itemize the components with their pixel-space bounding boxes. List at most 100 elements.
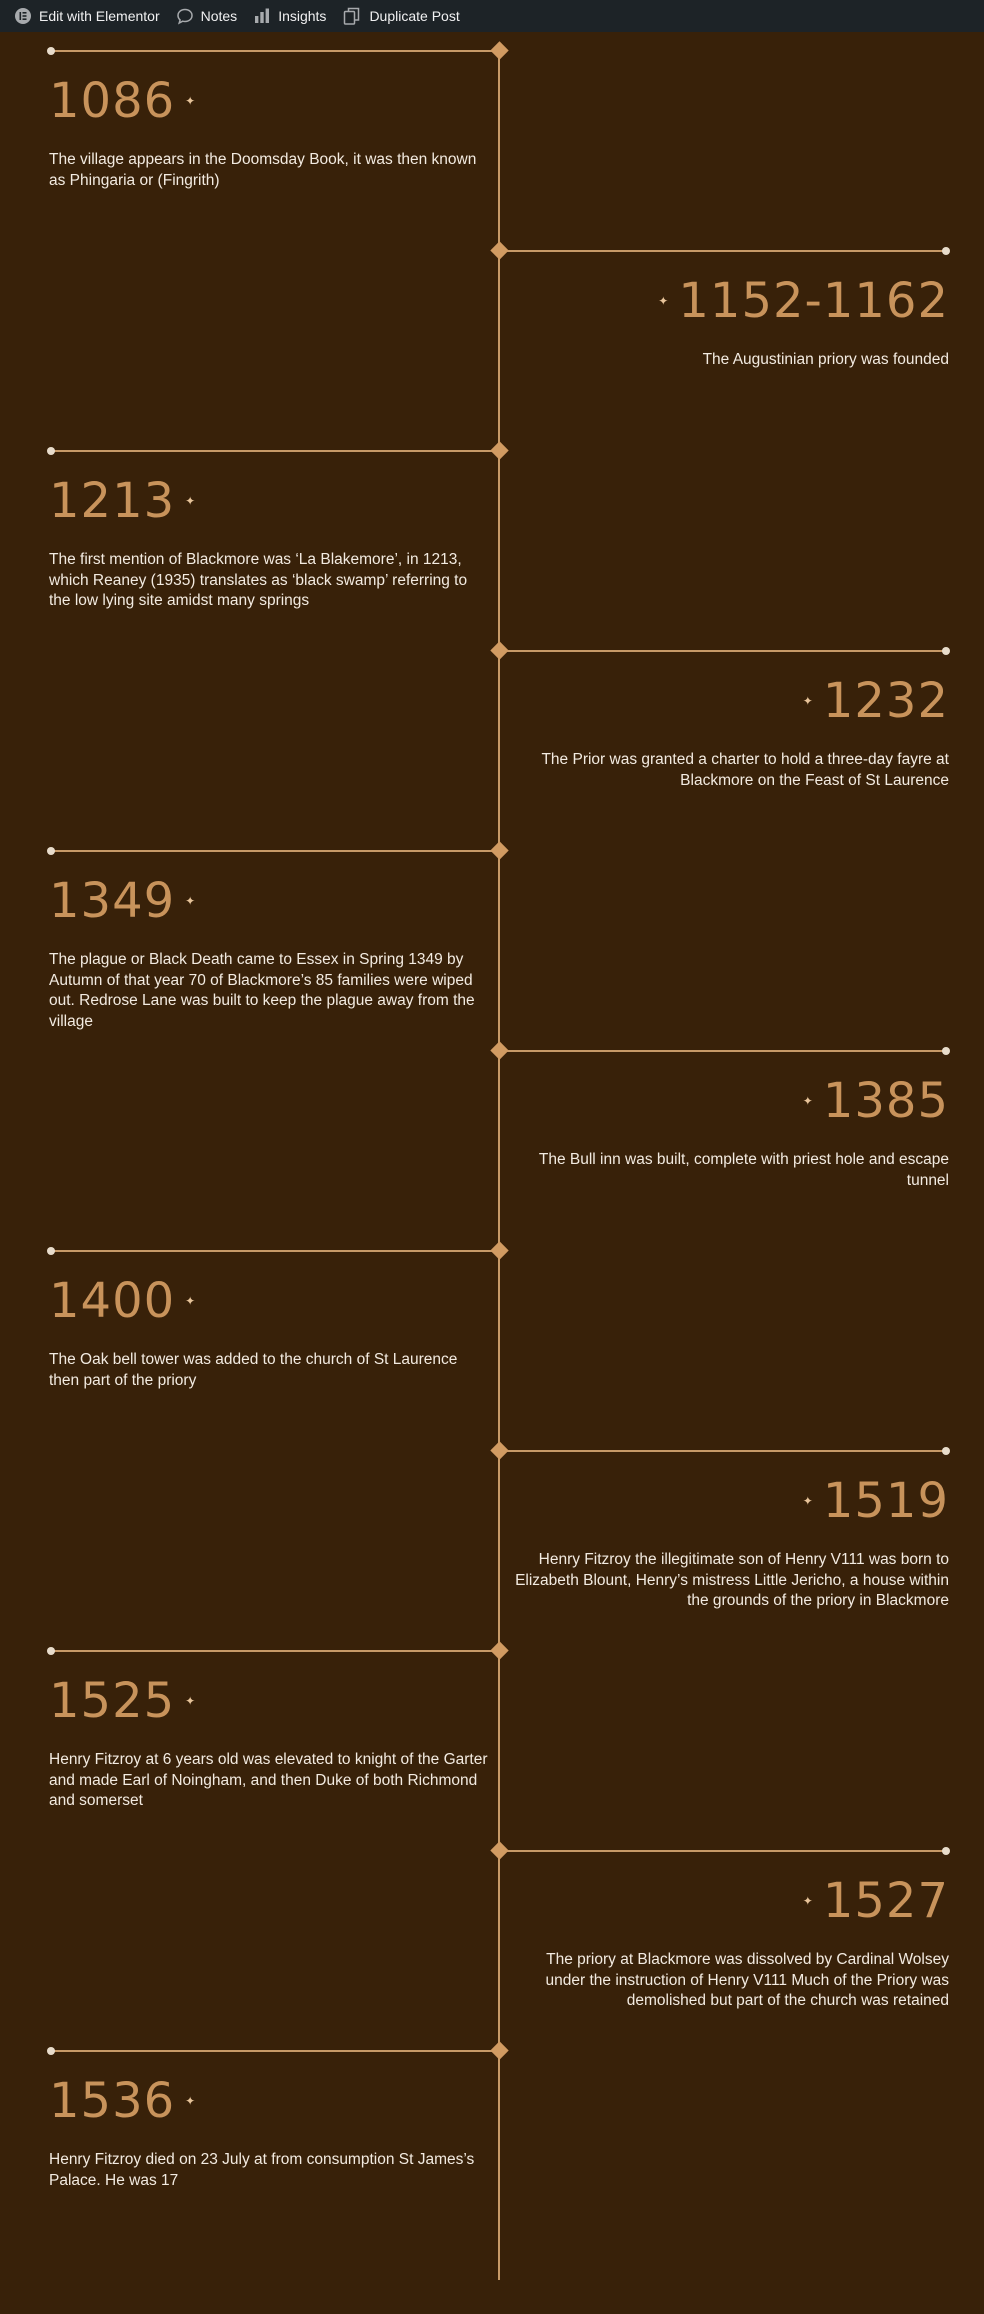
event-description: The plague or Black Death came to Essex …: [49, 951, 475, 1030]
elementor-icon: [14, 6, 32, 26]
admin-bar: Edit with Elementor Notes Insights Dupli…: [0, 0, 984, 32]
event-year: 1527: [822, 1873, 949, 1929]
duplicate-post-label: Duplicate Post: [369, 8, 460, 24]
event-year-row: 1213 ✦: [49, 470, 489, 532]
notes-icon: [176, 6, 194, 26]
timeline-diamond-marker: [490, 41, 509, 60]
timeline-event: 1536 ✦ Henry Fitzroy died on 23 July at fr…: [49, 2070, 489, 2191]
sparkle-icon: ✦: [185, 94, 196, 108]
sparkle-icon: ✦: [185, 494, 196, 508]
sparkle-icon: ✦: [802, 694, 813, 708]
event-description: The priory at Blackmore was dissolved by…: [545, 1951, 949, 2009]
timeline-diamond-marker: [490, 1841, 509, 1860]
event-year: 1152-1162: [678, 273, 949, 329]
timeline-diamond-marker: [490, 841, 509, 860]
timeline-end-dot: [942, 1447, 950, 1455]
event-description: The Oak bell tower was added to the chur…: [49, 1351, 458, 1389]
timeline-connector-line: [499, 1850, 946, 1852]
event-year: 1525: [49, 1673, 176, 1729]
sparkle-icon: ✦: [802, 1494, 813, 1508]
timeline-end-dot: [47, 1647, 55, 1655]
event-description: Henry Fitzroy at 6 years old was elevate…: [49, 1751, 488, 1809]
edit-with-elementor-label: Edit with Elementor: [39, 8, 160, 24]
timeline-diamond-marker: [490, 641, 509, 660]
timeline-connector-line: [499, 1450, 946, 1452]
timeline-diamond-marker: [490, 1241, 509, 1260]
timeline-connector-line: [51, 2050, 499, 2052]
insights-label: Insights: [278, 8, 327, 24]
timeline-connector-line: [51, 850, 499, 852]
sparkle-icon: ✦: [185, 1294, 196, 1308]
sparkle-icon: ✦: [185, 1694, 196, 1708]
timeline-diamond-marker: [490, 1641, 509, 1660]
timeline-event: 1349 ✦ The plague or Black Death came to E…: [49, 870, 489, 1032]
timeline-end-dot: [47, 2047, 55, 2055]
timeline-connector-line: [51, 1650, 499, 1652]
sparkle-icon: ✦: [802, 1894, 813, 1908]
event-description: Henry Fitzroy the illegitimate son of He…: [515, 1551, 949, 1609]
event-description: The Bull inn was built, complete with pr…: [538, 1151, 949, 1189]
event-year-row: 1525 ✦: [49, 1670, 489, 1732]
timeline-event: 1213 ✦ The first mention of Blackmore was …: [49, 470, 489, 612]
timeline-connector-line: [499, 1050, 946, 1052]
timeline-event: 1086✦The village appears in the Doomsday…: [49, 70, 489, 191]
event-year-row: 1349 ✦: [49, 870, 489, 932]
event-year: 1536: [49, 2073, 176, 2129]
event-year: 1232: [822, 673, 949, 729]
timeline-diamond-marker: [490, 1441, 509, 1460]
sparkle-icon: ✦: [185, 894, 196, 908]
insights-button[interactable]: Insights: [253, 6, 326, 26]
duplicate-icon: [342, 6, 362, 26]
event-year: 1086: [49, 73, 176, 129]
insights-icon: [253, 6, 271, 26]
timeline-diamond-marker: [490, 441, 509, 460]
event-year-row: ✦ 1527: [509, 1870, 949, 1932]
sparkle-icon: ✦: [185, 2094, 196, 2108]
event-year: 1385: [822, 1073, 949, 1129]
event-year-row: ✦1152-1162: [509, 270, 949, 332]
timeline-connector-line: [51, 450, 499, 452]
timeline-connector-line: [499, 250, 946, 252]
event-year-row: 1400 ✦: [49, 1270, 489, 1332]
sparkle-icon: ✦: [802, 1094, 813, 1108]
timeline-end-dot: [47, 447, 55, 455]
event-year-row: ✦ 1519: [509, 1470, 949, 1532]
history-timeline: 1086✦The village appears in the Doomsday…: [0, 32, 984, 2314]
timeline-diamond-marker: [490, 1041, 509, 1060]
timeline-end-dot: [47, 847, 55, 855]
edit-with-elementor-button[interactable]: Edit with Elementor: [14, 6, 160, 26]
event-year-row: 1086 ✦: [49, 70, 489, 132]
event-year-row: ✦ 1385: [509, 1070, 949, 1132]
timeline-connector-line: [499, 650, 946, 652]
timeline-diamond-marker: [490, 241, 509, 260]
timeline-end-dot: [942, 1847, 950, 1855]
event-year-row: ✦ 1232: [509, 670, 949, 732]
event-year: 1400: [49, 1273, 176, 1329]
event-year: 1213: [49, 473, 176, 529]
notes-label: Notes: [200, 8, 238, 24]
timeline-connector-line: [51, 50, 499, 52]
notes-button[interactable]: Notes: [176, 6, 238, 26]
timeline-end-dot: [47, 1247, 55, 1255]
event-description: Henry Fitzroy died on 23 July at from co…: [49, 2151, 475, 2189]
duplicate-post-button[interactable]: Duplicate Post: [342, 6, 460, 26]
event-description: The Augustinian priory was founded: [702, 351, 949, 368]
timeline-event: 1400 ✦ The Oak bell tower was added to the…: [49, 1270, 489, 1391]
timeline-end-dot: [942, 1047, 950, 1055]
timeline-end-dot: [942, 647, 950, 655]
event-year-row: 1536 ✦: [49, 2070, 489, 2132]
event-year: 1349: [49, 873, 176, 929]
timeline-connector-line: [51, 1250, 499, 1252]
event-description: The Prior was granted a charter to hold …: [541, 751, 949, 789]
timeline-end-dot: [47, 47, 55, 55]
timeline-diamond-marker: [490, 2041, 509, 2060]
event-description: The first mention of Blackmore was ‘La B…: [49, 551, 468, 609]
timeline-event: 1525 ✦ Henry Fitzroy at 6 years old was el…: [49, 1670, 489, 1812]
event-year: 1519: [822, 1473, 949, 1529]
timeline-end-dot: [942, 247, 950, 255]
